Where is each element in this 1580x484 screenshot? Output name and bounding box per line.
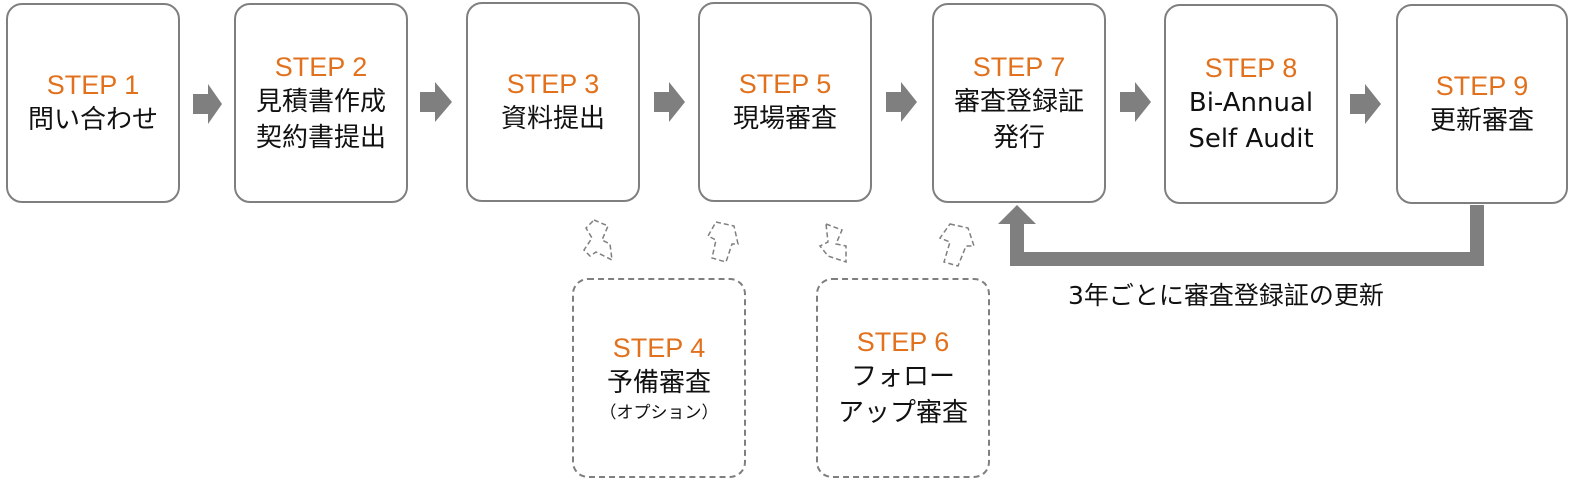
dashed-arrow-down-icon (818, 222, 847, 264)
step-sublabel: （オプション） (599, 403, 719, 423)
step-label: フォロー アップ審査 (837, 362, 968, 428)
renewal-cycle-label: 3年ごとに審査登録証の更新 (1068, 281, 1384, 310)
step-label: 資料提出 (500, 104, 605, 134)
step-number: STEP 3 (506, 69, 600, 99)
step-number: STEP 5 (738, 69, 832, 99)
step-number: STEP 7 (972, 52, 1066, 82)
step-label: 予備審査 (606, 368, 711, 398)
step-label: 見積書作成 契約書提出 (255, 87, 386, 153)
arrow-right-icon (654, 82, 685, 122)
step-3-box: STEP 3 資料提出 (466, 2, 640, 202)
step-number: STEP 8 (1204, 53, 1298, 83)
dashed-arrow-up-icon (938, 223, 976, 267)
arrow-right-icon (420, 82, 452, 122)
step-9-box: STEP 9 更新審査 (1396, 4, 1568, 204)
step-7-box: STEP 7 審査登録証 発行 (932, 3, 1106, 203)
step-6-box: STEP 6 フォロー アップ審査 (816, 278, 990, 478)
step-number: STEP 4 (612, 333, 706, 363)
step-label: Bi-Annual Self Audit (1188, 88, 1314, 154)
step-label: 現場審査 (732, 104, 837, 134)
step-4-box: STEP 4 予備審査 （オプション） (572, 278, 746, 478)
step-label: 問い合わせ (27, 105, 158, 135)
step-number: STEP 2 (274, 52, 368, 82)
step-2-box: STEP 2 見積書作成 契約書提出 (234, 3, 408, 203)
step-number: STEP 6 (856, 327, 950, 357)
dashed-arrow-up-icon (706, 221, 739, 263)
loop-arrow-icon (998, 205, 1484, 266)
step-number: STEP 9 (1435, 71, 1529, 101)
arrow-right-icon (193, 84, 222, 124)
step-label: 審査登録証 発行 (953, 87, 1084, 153)
step-1-box: STEP 1 問い合わせ (6, 3, 180, 203)
step-label: 更新審査 (1429, 106, 1534, 136)
arrow-right-icon (1120, 82, 1151, 122)
arrow-right-icon (1350, 84, 1381, 124)
arrow-right-icon (886, 82, 917, 122)
step-number: STEP 1 (46, 70, 140, 100)
dashed-arrow-down-icon (583, 219, 613, 262)
step-5-box: STEP 5 現場審査 (698, 2, 872, 202)
step-8-box: STEP 8 Bi-Annual Self Audit (1164, 4, 1338, 204)
